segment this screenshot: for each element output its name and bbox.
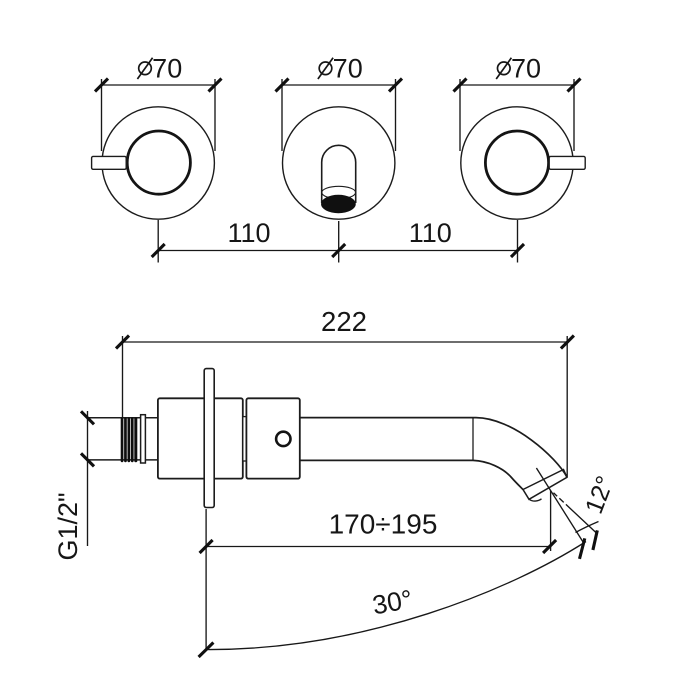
svg-text:110: 110 [227,218,270,248]
svg-text:70: 70 [152,54,182,84]
svg-text:222: 222 [321,306,367,337]
svg-text:70: 70 [511,54,541,84]
svg-text:12°: 12° [580,472,620,517]
svg-text:110: 110 [409,218,452,248]
svg-text:G1/2": G1/2" [53,492,83,560]
svg-text:30°: 30° [370,584,415,621]
svg-text:170÷195: 170÷195 [329,509,438,540]
svg-text:70: 70 [333,54,363,84]
